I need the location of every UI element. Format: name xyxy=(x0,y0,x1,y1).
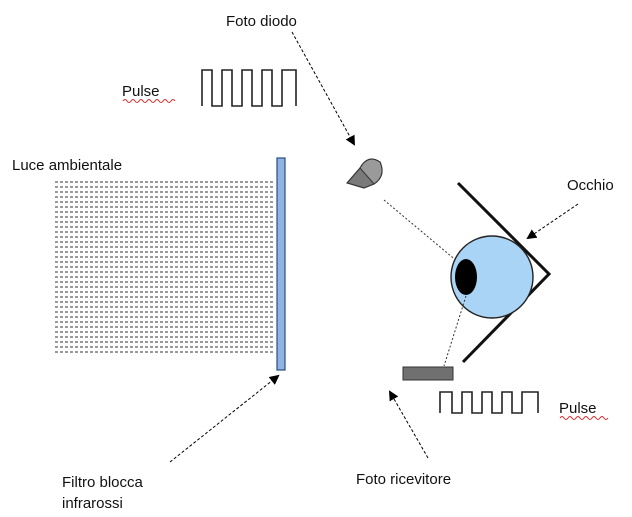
pupil xyxy=(455,259,477,295)
arrow-occhio xyxy=(526,203,579,240)
ambient-light-lines xyxy=(55,181,275,353)
receiver-icon xyxy=(402,366,454,381)
eyeball xyxy=(450,235,534,319)
label-filtro-line2: infrarossi xyxy=(62,495,123,512)
photodiode-icon xyxy=(345,158,383,189)
label-foto-diodo: Foto diodo xyxy=(226,13,297,30)
label-pulse-top: Pulse xyxy=(122,83,160,100)
label-foto-ricevitore: Foto ricevitore xyxy=(356,471,451,488)
pulse-top-squiggle xyxy=(122,99,176,103)
label-occhio: Occhio xyxy=(567,177,614,194)
eye-shield-outline xyxy=(456,181,552,364)
eye-icon xyxy=(450,235,534,319)
ir-filter-panel xyxy=(276,157,286,371)
reflection-dotted-line xyxy=(443,295,467,367)
arrow-foto-ricevitore xyxy=(389,390,429,459)
pulse-bottom-squiggle xyxy=(559,416,609,420)
label-filtro-line1: Filtro blocca xyxy=(62,474,144,491)
arrow-foto-diodo xyxy=(291,31,355,146)
label-luce-ambientale: Luce ambientale xyxy=(12,157,122,174)
pulse-waveform-bottom xyxy=(439,391,539,414)
label-pulse-bottom: Pulse xyxy=(559,400,597,417)
emission-dotted-line xyxy=(383,199,459,263)
pulse-waveform-top xyxy=(201,69,297,107)
arrow-filtro xyxy=(169,374,280,463)
